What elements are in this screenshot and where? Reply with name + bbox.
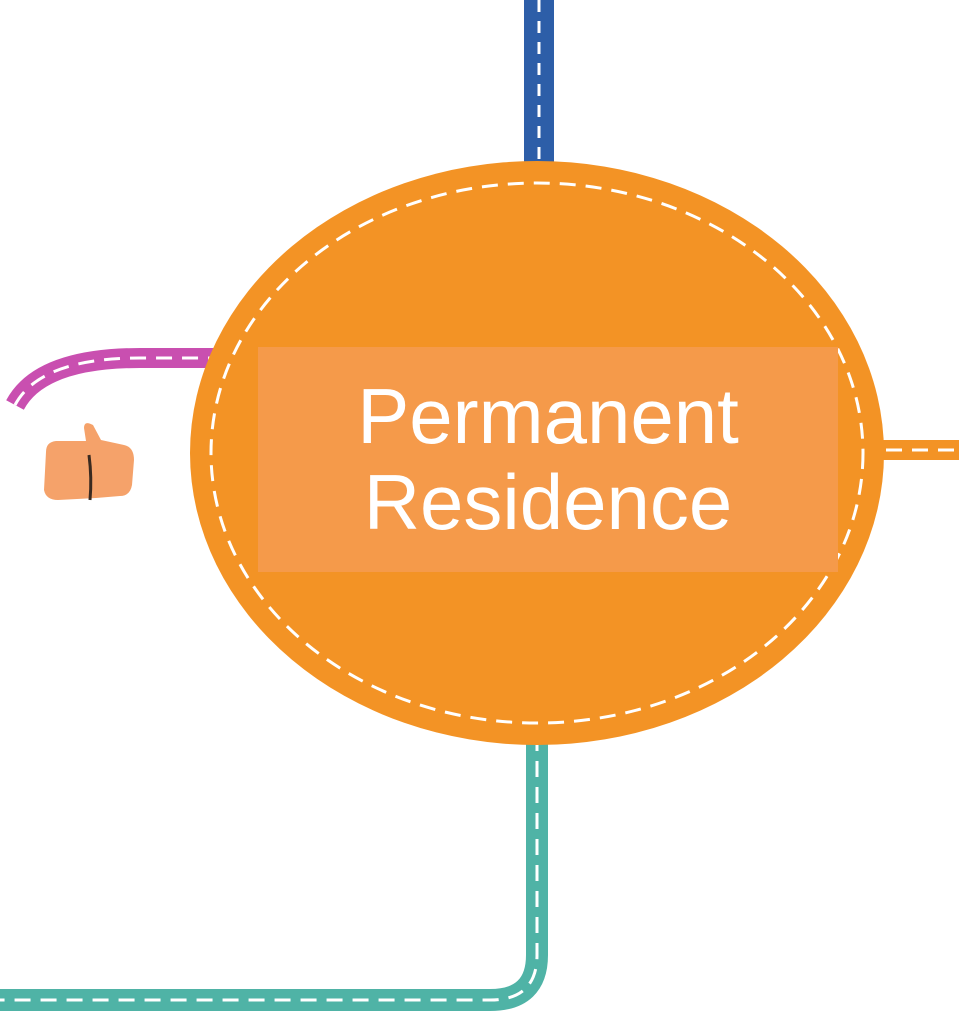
node-label-line2: Residence: [363, 457, 733, 546]
hub-node: [190, 161, 884, 745]
thumbs-up-icon: [44, 423, 134, 501]
node-label-line1: Permanent: [357, 371, 739, 460]
road-magenta: [6, 348, 220, 411]
road-teal: [0, 735, 548, 1011]
node-label: Permanent Residence: [258, 347, 838, 572]
